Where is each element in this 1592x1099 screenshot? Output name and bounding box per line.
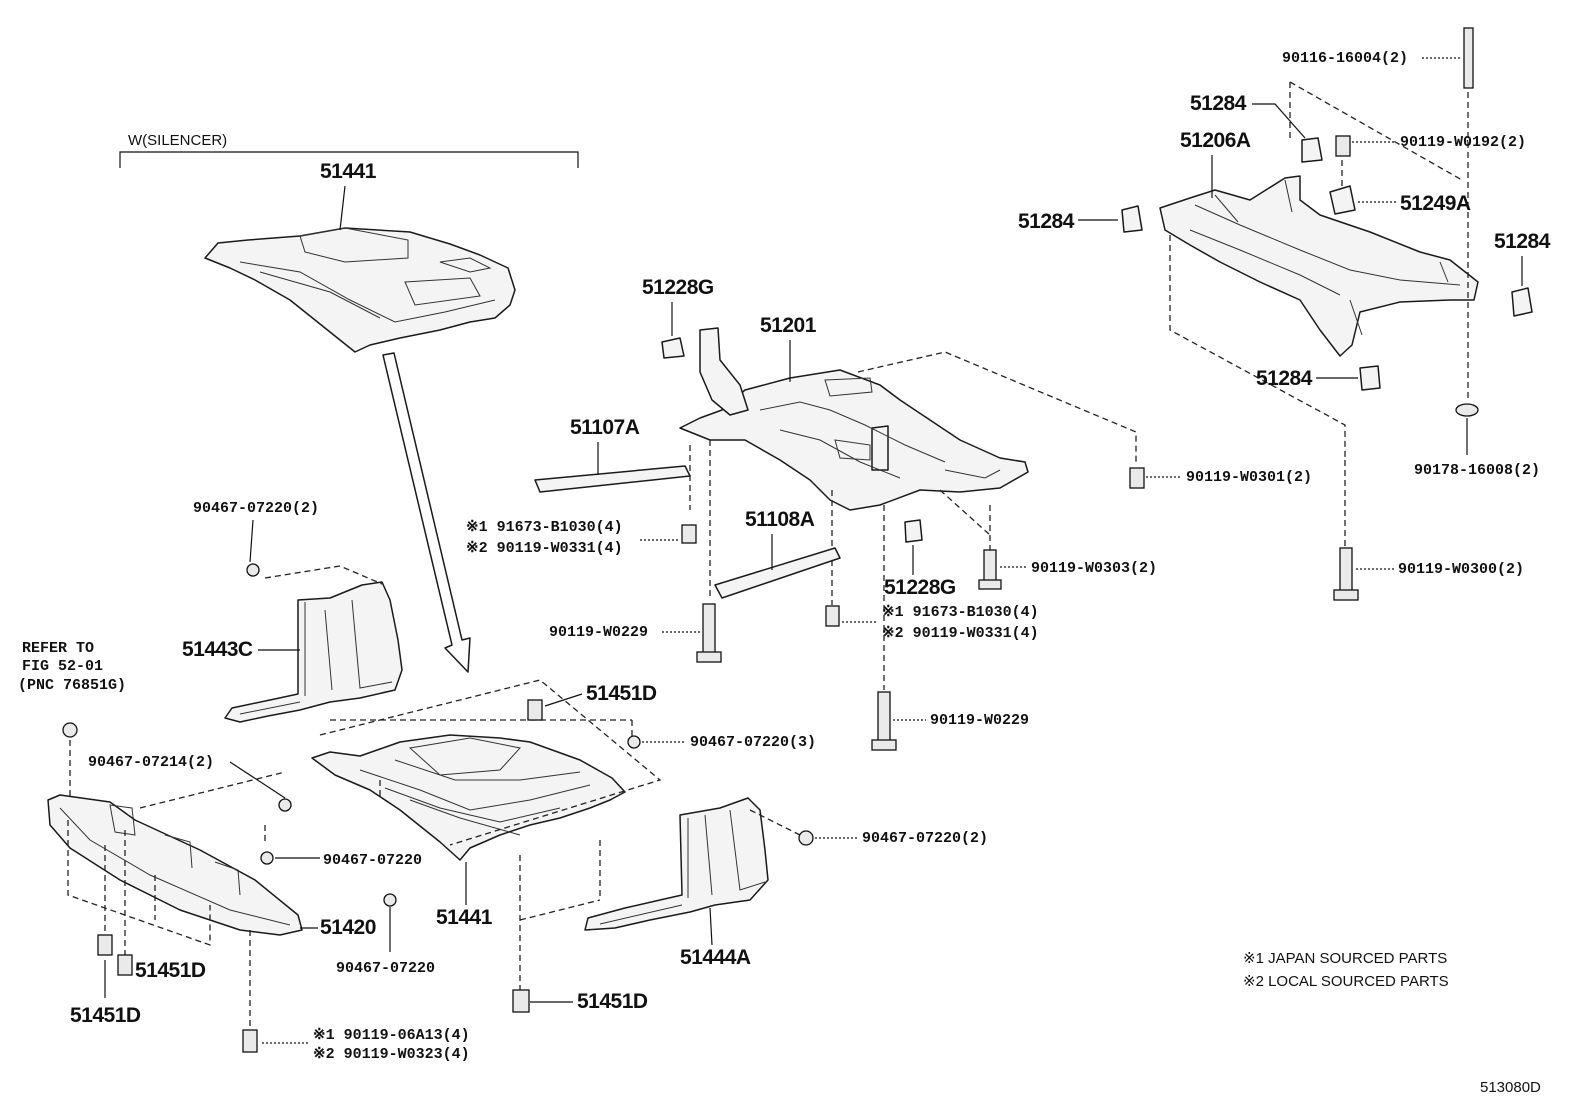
- label-51451D-a: 51451D: [135, 959, 206, 982]
- label-jp-91673-B1030-b: ※1 91673-B1030(4): [882, 604, 1039, 621]
- label-90467-07220-b: 90467-07220: [336, 960, 435, 977]
- label-90119-W0192-2: 90119-W0192(2): [1400, 134, 1526, 151]
- label-51206A: 51206A: [1180, 129, 1251, 152]
- part-51284-d[interactable]: [1359, 365, 1381, 391]
- label-local-90119-W0331-b: ※2 90119-W0331(4): [882, 625, 1039, 642]
- label-51443C: 51443C: [182, 638, 253, 661]
- label-51201: 51201: [760, 314, 817, 337]
- bolt-icon: [97, 934, 113, 956]
- label-51249A: 51249A: [1400, 192, 1471, 215]
- part-51444A[interactable]: [584, 797, 769, 931]
- clip-icon: [798, 830, 814, 846]
- label-90467-07220-3: 90467-07220(3): [690, 734, 816, 751]
- label-90119-W0229-b: 90119-W0229: [930, 712, 1029, 729]
- part-51420[interactable]: [47, 794, 303, 936]
- silencer-label: W(SILENCER): [128, 132, 227, 149]
- bolt-icon: [681, 524, 697, 544]
- part-51284-a[interactable]: [1301, 137, 1323, 163]
- label-jp-91673-B1030-a: ※1 91673-B1030(4): [466, 519, 623, 536]
- label-51228G-b: 51228G: [884, 576, 956, 599]
- part-51443C[interactable]: [224, 581, 403, 723]
- label-51107A: 51107A: [570, 416, 640, 439]
- figure-code: 513080D: [1480, 1079, 1541, 1096]
- part-51228G-a[interactable]: [661, 337, 685, 359]
- part-51284-c[interactable]: [1511, 287, 1533, 317]
- label-90119-W0301-2: 90119-W0301(2): [1186, 469, 1312, 486]
- label-51420: 51420: [320, 916, 376, 939]
- part-51206A[interactable]: [1159, 175, 1479, 357]
- note-local-sourced: ※2 LOCAL SOURCED PARTS: [1243, 973, 1449, 990]
- label-jp-90119-06A13: ※1 90119-06A13(4): [313, 1027, 470, 1044]
- clip-icon: [62, 722, 78, 738]
- label-51451D-d: 51451D: [577, 990, 648, 1013]
- label-90119-W0229-a: 90119-W0229: [549, 624, 648, 641]
- bolt-icon: [1333, 589, 1359, 601]
- refer-line3: (PNC 76851G): [18, 677, 126, 694]
- arrow-direction: [382, 352, 471, 673]
- bolt-icon: [1339, 547, 1353, 593]
- clip-icon: [260, 851, 274, 865]
- bolt-icon: [877, 691, 891, 743]
- bolt-icon: [978, 579, 1002, 590]
- label-51108A: 51108A: [745, 508, 815, 531]
- label-90116-16004-2: 90116-16004(2): [1282, 50, 1408, 67]
- label-51284-d: 51284: [1256, 367, 1313, 390]
- label-90119-W0300-2: 90119-W0300(2): [1398, 561, 1524, 578]
- label-90467-07220-2-right: 90467-07220(2): [862, 830, 988, 847]
- part-51107A[interactable]: [534, 465, 691, 493]
- bolt-icon: [242, 1029, 258, 1053]
- label-90178-16008-2: 90178-16008(2): [1414, 462, 1540, 479]
- clip-icon: [278, 798, 292, 812]
- label-51284-a: 51284: [1190, 92, 1247, 115]
- part-51228G-b[interactable]: [904, 519, 923, 543]
- label-51284-c: 51284: [1494, 230, 1551, 253]
- washer-icon: [1455, 403, 1479, 417]
- clip-icon: [246, 563, 260, 577]
- stud-icon: [1463, 27, 1474, 89]
- bolt-icon: [825, 605, 840, 627]
- part-51201[interactable]: [679, 327, 1029, 511]
- label-51444A: 51444A: [680, 946, 751, 969]
- part-51441-silencer[interactable]: [204, 227, 516, 353]
- part-51441-under-cover[interactable]: [311, 734, 626, 861]
- bolt-icon: [512, 989, 530, 1013]
- part-51284-b[interactable]: [1121, 205, 1143, 233]
- bolt-icon: [527, 699, 543, 721]
- label-90119-W0303-2: 90119-W0303(2): [1031, 560, 1157, 577]
- bolt-icon: [983, 549, 997, 583]
- bolt-icon: [871, 739, 897, 751]
- label-local-90119-W0331-a: ※2 90119-W0331(4): [466, 540, 623, 557]
- label-51441-bottom: 51441: [436, 906, 493, 929]
- label-51451D-b: 51451D: [70, 1004, 141, 1027]
- label-51284-b: 51284: [1018, 210, 1075, 233]
- label-51228G-a: 51228G: [642, 276, 714, 299]
- bolt-icon: [696, 651, 722, 663]
- refer-line1: REFER TO: [22, 640, 94, 657]
- label-51441-top: 51441: [320, 160, 377, 183]
- label-90467-07220-a: 90467-07220: [323, 852, 422, 869]
- clip-icon: [627, 735, 641, 749]
- note-japan-sourced: ※1 JAPAN SOURCED PARTS: [1243, 950, 1447, 967]
- silencer-bracket: W(SILENCER): [119, 132, 579, 168]
- bolt-icon: [1129, 467, 1145, 489]
- label-local-90119-W0323: ※2 90119-W0323(4): [313, 1046, 470, 1063]
- bolt-icon: [117, 954, 133, 976]
- label-90467-07220-2-left: 90467-07220(2): [193, 500, 319, 517]
- refer-line2: FIG 52-01: [22, 658, 103, 675]
- clip-icon: [383, 893, 397, 907]
- bolt-icon: [702, 603, 716, 655]
- label-90467-07214-2: 90467-07214(2): [88, 754, 214, 771]
- bolt-icon: [1335, 135, 1351, 157]
- part-51249A[interactable]: [1329, 185, 1356, 215]
- part-51108A[interactable]: [714, 547, 841, 599]
- label-51451D-c: 51451D: [586, 682, 657, 705]
